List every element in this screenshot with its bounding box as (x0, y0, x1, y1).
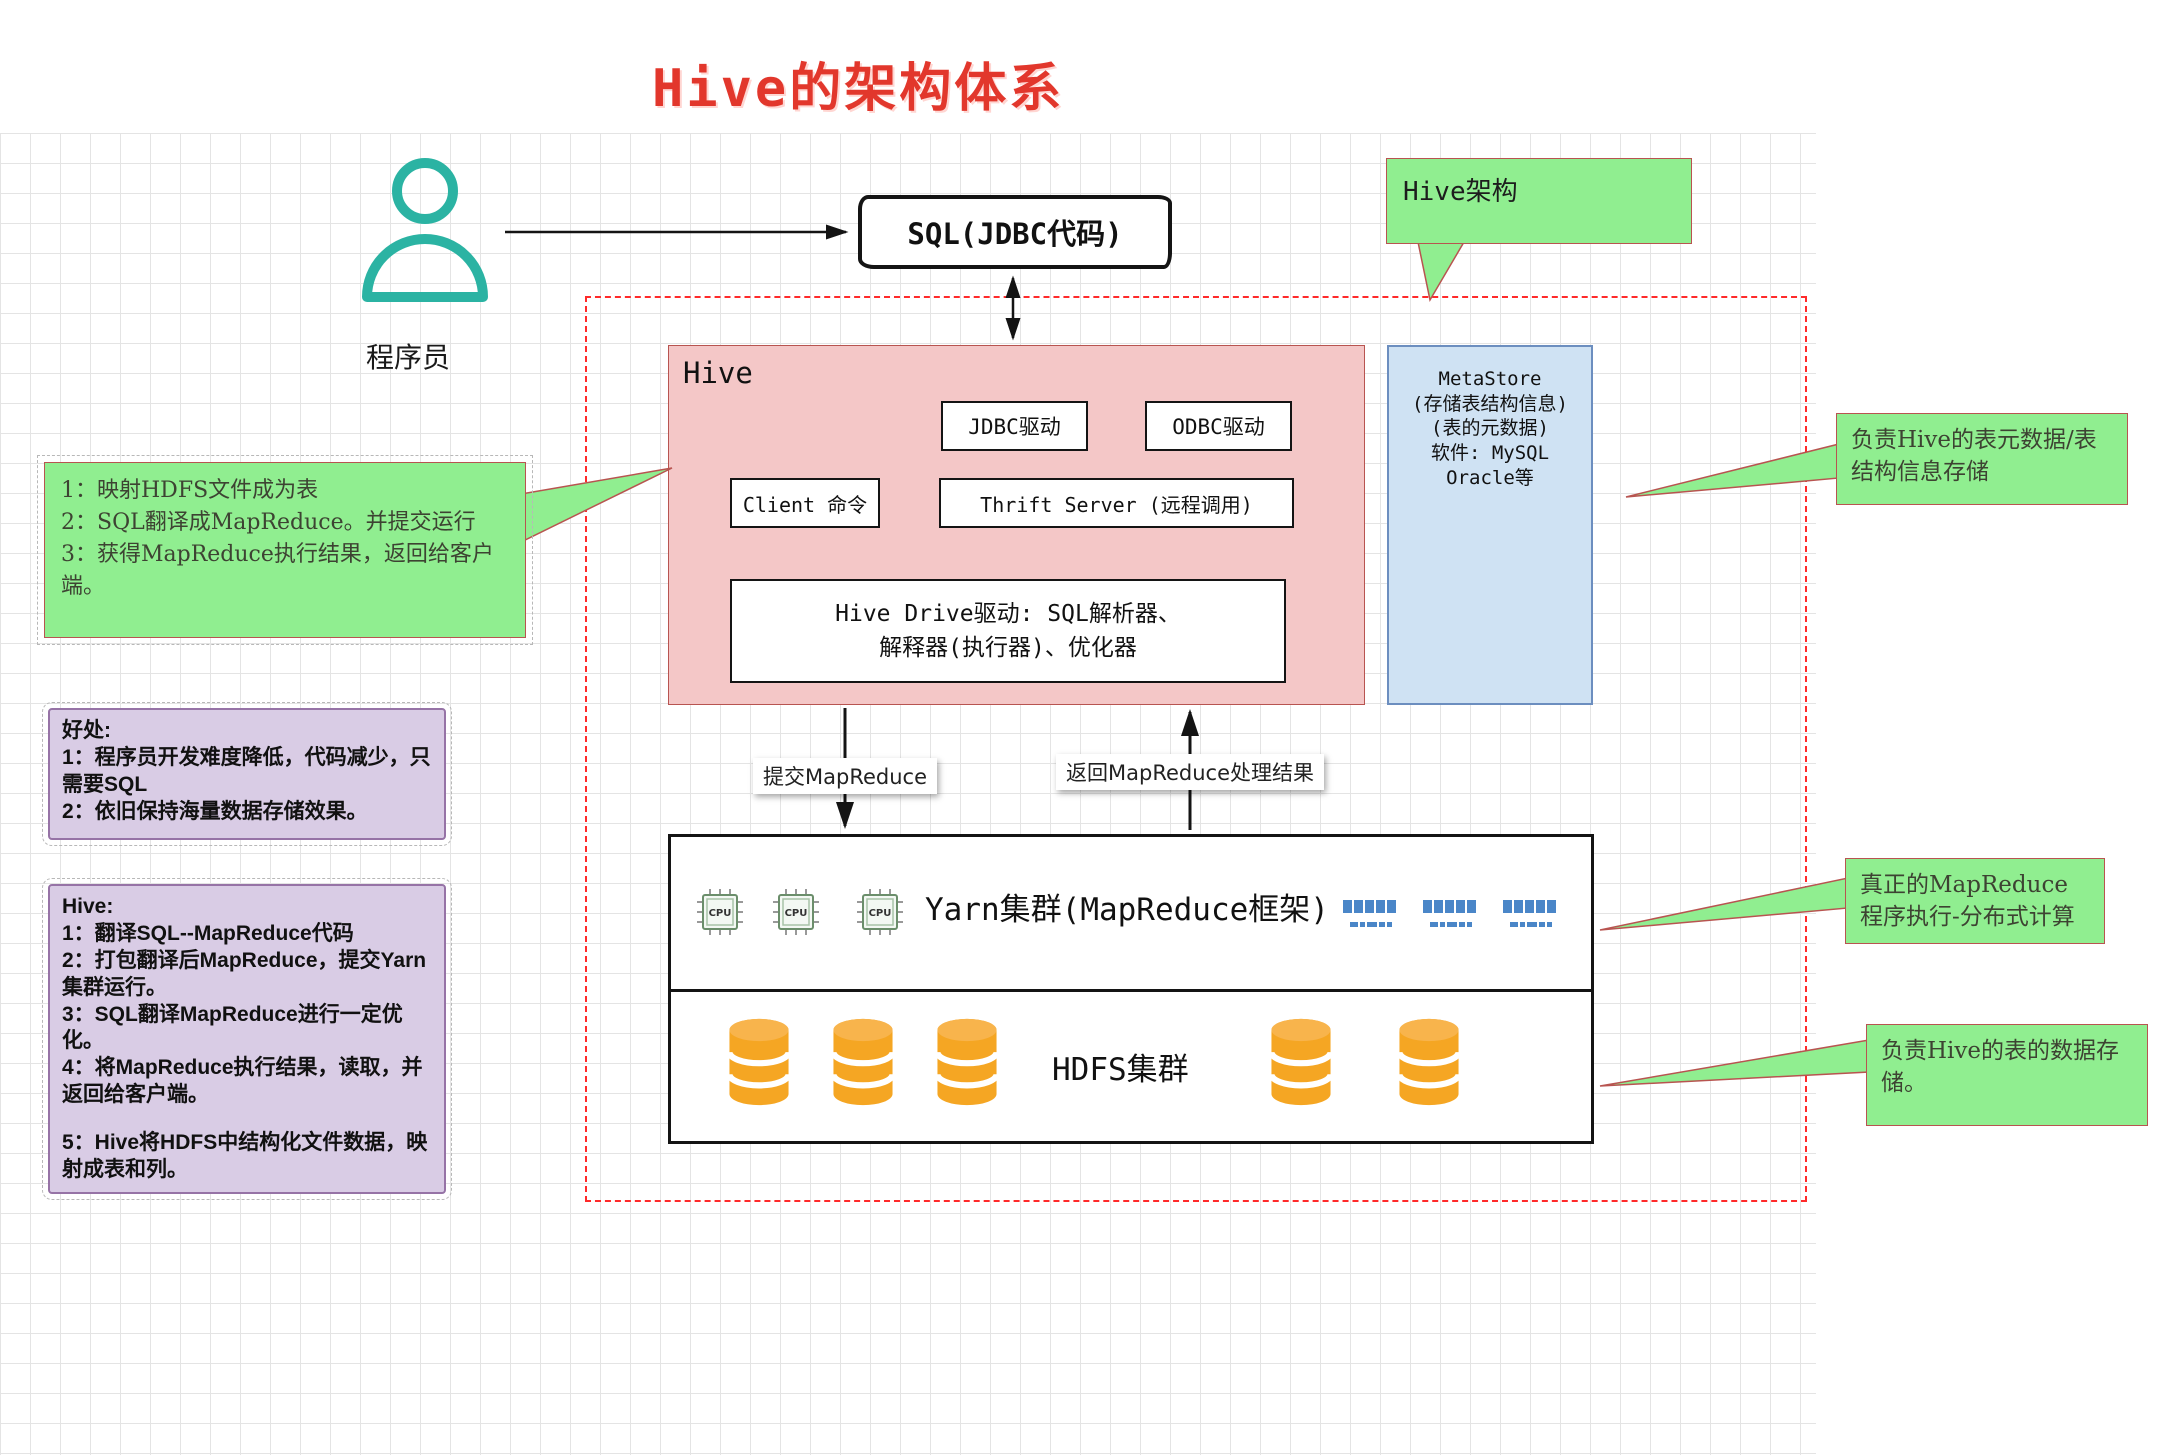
callout-benefits: 好处: 1：程序员开发难度降低，代码减少，只需要SQL 2：依旧保持海量数据存储效果… (42, 702, 452, 846)
database-icon (1396, 1018, 1462, 1106)
hive-driver-node: Hive Drive驱动: SQL解析器、解释器(执行器)、优化器 (730, 579, 1286, 683)
jdbc-driver-node: JDBC驱动 (941, 401, 1088, 451)
text-line: 2：依旧保持海量数据存储效果。 (62, 799, 368, 823)
database-icon (726, 1018, 792, 1106)
database-icon (934, 1018, 1000, 1106)
submit-mapreduce-label: 提交MapReduce (753, 758, 937, 794)
return-result-label: 返回MapReduce处理结果 (1056, 754, 1324, 790)
text-line: 好处: (62, 719, 111, 742)
person-icon (362, 158, 488, 302)
yarn-cluster-label: Yarn集群(MapReduce框架) (925, 892, 1329, 928)
text-line: 3：获得MapReduce执行结果，返回给客户端。 (61, 541, 494, 599)
text-line (62, 1109, 432, 1130)
cpu-icon: CPU (697, 889, 743, 935)
cpu-icon-text: CPU (785, 908, 808, 919)
text-line: Hive Drive驱动: SQL解析器、 (835, 600, 1181, 627)
page-title: Hive的架构体系 (652, 59, 1065, 119)
server-rack-icon (1343, 900, 1396, 927)
text-line: 3：SQL翻译MapReduce进行一定优化。 (62, 1002, 403, 1053)
text-line: Oracle等 (1446, 466, 1534, 489)
server-rack-icon (1503, 900, 1556, 927)
sql-jdbc-node: SQL(JDBC代码) (858, 195, 1172, 269)
hdfs-cluster-label: HDFS集群 (1052, 1052, 1189, 1088)
callout-metastore-note: 负责Hive的表元数据/表结构信息存储 (1836, 413, 2128, 505)
database-icon (830, 1018, 896, 1106)
text-line: 软件: MySQL (1430, 442, 1550, 465)
architecture-frame (585, 296, 1807, 1202)
actor-label: 程序员 (366, 341, 451, 374)
text-line: 解释器(执行器)、优化器 (879, 635, 1137, 661)
callout-hive-steps: Hive: 1：翻译SQL--MapReduce代码 2：打包翻译后MapReduc… (42, 878, 452, 1200)
cpu-icon: CPU (773, 889, 819, 935)
hive-container: Hive JDBC驱动 ODBC驱动 Client 命令 Thrift Serv… (668, 345, 1365, 705)
callout-yarn-note: 真正的MapReduce程序执行-分布式计算 (1845, 858, 2105, 944)
text-line: 1：翻译SQL--MapReduce代码 (62, 921, 354, 945)
text-line: (表的元数据) (1431, 417, 1549, 440)
text-line: 4：将MapReduce执行结果，读取，并返回给客户端。 (62, 1056, 423, 1107)
text-line: (存储表结构信息) (1412, 392, 1568, 415)
text-line: Hive: (62, 895, 114, 918)
cpu-icon-text: CPU (869, 908, 892, 919)
server-rack-icon (1423, 900, 1476, 927)
text-line: 2：SQL翻译成MapReduce。并提交运行 (61, 509, 476, 535)
text-line: 1：程序员开发难度降低，代码减少，只需要SQL (62, 745, 431, 796)
callout-hive-arch: Hive架构 (1386, 158, 1692, 244)
callout-hive-functions: 1：映射HDFS文件成为表 2：SQL翻译成MapReduce。并提交运行 3：获得… (37, 455, 533, 645)
database-icon (1268, 1018, 1334, 1106)
text-line: 1：映射HDFS文件成为表 (61, 478, 319, 503)
cpu-icon-text: CPU (709, 908, 732, 919)
text-line: 2：打包翻译后MapReduce，提交Yarn集群运行。 (62, 948, 427, 999)
callout-hdfs-note: 负责Hive的表的数据存储。 (1866, 1024, 2148, 1126)
odbc-driver-node: ODBC驱动 (1145, 401, 1292, 451)
client-command-node: Client 命令 (730, 478, 880, 528)
text-line: 5：Hive将HDFS中结构化文件数据，映射成表和列。 (62, 1131, 428, 1181)
thrift-server-node: Thrift Server (远程调用) (939, 478, 1294, 528)
text-line: MetaStore (1438, 368, 1542, 390)
cpu-icon: CPU (857, 889, 903, 935)
hive-label: Hive (683, 356, 753, 390)
